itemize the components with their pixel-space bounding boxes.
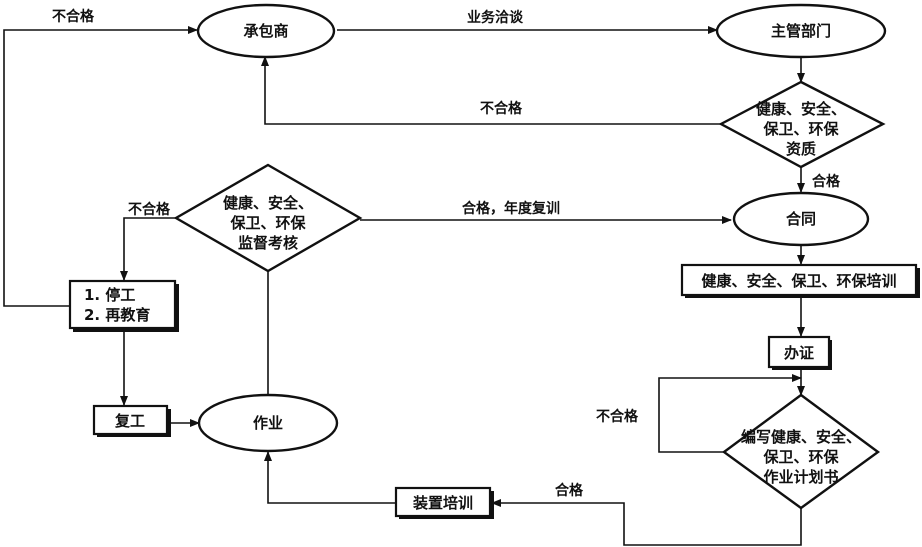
edge-site-training-to-operation: [264, 451, 396, 504]
node-contract: 合同: [732, 191, 870, 247]
edge-label-qualified-annual-retraining: 合格，年度复训: [462, 200, 560, 217]
node-contractor-label: 承包商: [243, 22, 288, 40]
node-plan-line-3: 作业计划书: [763, 468, 838, 486]
node-resume-label: 复工: [114, 412, 145, 430]
edge-label-unqualified-top-left: 不合格: [52, 8, 95, 25]
node-plan-line-1: 编写健康、安全、: [741, 428, 861, 446]
node-supervision-check: 健康、安全、 保卫、环保 监督考核: [173, 163, 363, 273]
node-contractor: 承包商: [196, 3, 336, 59]
node-training: 健康、安全、保卫、环保培训: [680, 263, 920, 298]
node-authority-label: 主管部门: [771, 22, 831, 40]
edge-plan-unqualified-loop: [658, 374, 802, 453]
node-resume-work: 复工: [92, 404, 171, 437]
node-authority: 主管部门: [715, 3, 887, 59]
edge-label-unqualified-supervision: 不合格: [128, 201, 171, 218]
edge-stop-unqualified-to-contractor: [3, 26, 198, 307]
node-plan-line-2: 保卫、环保: [762, 448, 839, 466]
node-qualification-line-1: 健康、安全、: [756, 100, 846, 118]
node-certificate: 办证: [767, 335, 832, 370]
edge-label-qualified-qualification: 合格: [812, 173, 841, 190]
edge-qualification-unqualified-to-contractor: [261, 56, 721, 125]
node-training-label: 健康、安全、保卫、环保培训: [701, 272, 896, 290]
edge-label-unqualified-qualification: 不合格: [480, 100, 523, 117]
node-supervision-line-3: 监督考核: [238, 234, 298, 252]
node-site-training: 装置培训: [394, 486, 494, 519]
node-qualification-line-3: 资质: [786, 140, 816, 158]
node-qualification-check: 健康、安全、 保卫、环保 资质: [718, 80, 886, 169]
node-stop-line-1: 1. 停工: [84, 286, 135, 304]
node-stop-work: 1. 停工 2. 再教育: [68, 279, 179, 332]
node-stop-line-2: 2. 再教育: [84, 306, 150, 324]
edge-label-unqualified-plan: 不合格: [596, 408, 639, 425]
edge-label-qualified-plan: 合格: [555, 482, 584, 499]
node-certificate-label: 办证: [784, 344, 814, 362]
node-supervision-line-1: 健康、安全、: [223, 194, 313, 212]
edge-supervision-unqualified-to-stop: [120, 217, 176, 281]
edge-label-business-negotiation: 业务洽谈: [467, 9, 524, 26]
node-contract-label: 合同: [785, 210, 816, 228]
node-operation-label: 作业: [253, 414, 283, 432]
node-operation: 作业: [197, 393, 339, 453]
node-supervision-line-2: 保卫、环保: [229, 214, 306, 232]
edge-plan-qualified-to-site-training: [491, 499, 802, 546]
node-plan-check: 编写健康、安全、 保卫、环保 作业计划书: [721, 393, 881, 510]
node-site-training-label: 装置培训: [412, 494, 473, 512]
node-qualification-line-2: 保卫、环保: [762, 120, 839, 138]
